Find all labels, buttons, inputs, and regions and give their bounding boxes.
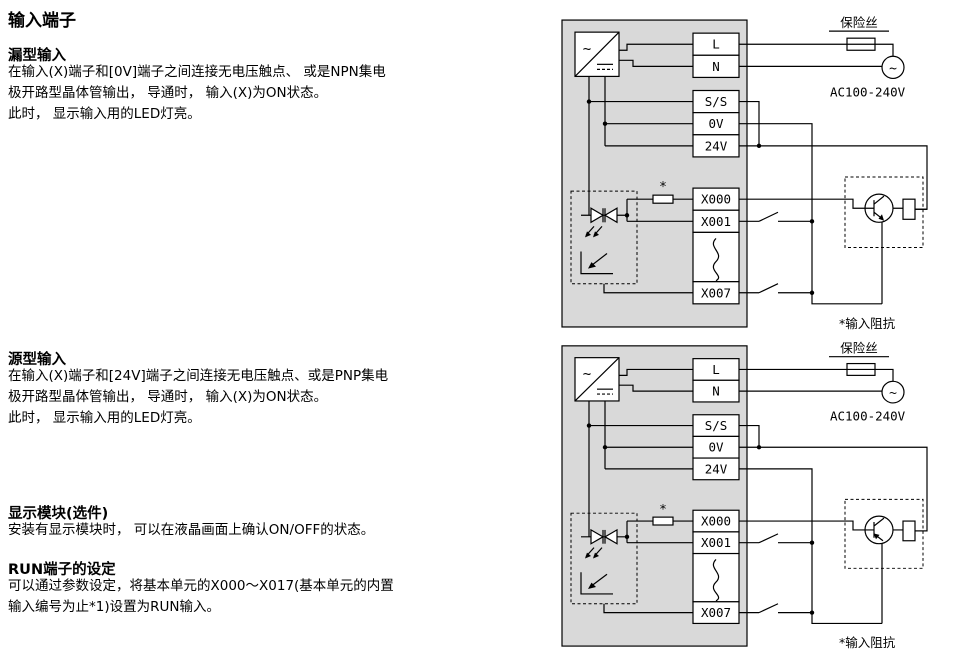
svg-text:X000: X000 [701, 192, 731, 207]
terminal-x007: X007 [692, 281, 740, 305]
ac-source-symbol: ~ AC100-240V [830, 380, 906, 424]
svg-text:S/S: S/S [705, 418, 728, 433]
ac-voltage-label: AC100-240V [830, 85, 906, 100]
terminal-l: L [692, 32, 740, 56]
fuse-label: 保险丝 [840, 15, 877, 30]
ac-source-symbol: ~ AC100-240V [830, 55, 906, 100]
svg-text:X007: X007 [701, 605, 731, 620]
section-body-sink-input: 在输入(X)端子和[0V]端子之间连接无电压触点、 或是NPN集电 极开路型晶体… [8, 64, 386, 122]
junction-dots [586, 99, 815, 295]
sensor-load-resistor [902, 198, 916, 220]
svg-text:24V: 24V [705, 138, 728, 153]
page-title: 输入端子 [8, 11, 76, 31]
section-heading-source-input: 源型输入 [8, 352, 66, 368]
terminal-ellipsis [692, 231, 740, 283]
source-input-wiring-diagram: ~ * 保险丝 ~ AC100-240V [561, 341, 928, 650]
junction-dots [586, 423, 815, 615]
svg-text:X001: X001 [701, 535, 731, 550]
ac-voltage-label: AC100-240V [830, 409, 906, 424]
terminal-24v: 24V [692, 457, 740, 481]
svg-text:0V: 0V [708, 440, 724, 455]
psu-ac-wave: ~ [583, 366, 591, 382]
ac-wave: ~ [889, 386, 897, 401]
section-heading-sink-input: 漏型输入 [8, 48, 66, 64]
fuse-symbol: 保险丝 [829, 341, 889, 376]
terminal-0v: 0V [692, 112, 740, 136]
terminal-n: N [692, 379, 740, 403]
asterisk-mark: * [660, 502, 667, 517]
section-body-source-input: 在输入(X)端子和[24V]端子之间连接无电压触点、或是PNP集电 极开路型晶体… [8, 368, 389, 426]
section-heading-display-module: 显示模块(选件) [8, 506, 109, 522]
input-impedance-note: *输入阻抗 [839, 635, 895, 650]
svg-text:N: N [712, 59, 720, 74]
terminal-24v: 24V [692, 134, 740, 158]
optocoupler-symbol [570, 190, 638, 285]
terminal-l: L [692, 358, 740, 381]
terminal-ss: S/S [692, 89, 740, 114]
transistor-glyph [865, 517, 885, 542]
terminal-x000: X000 [692, 187, 740, 211]
transistor-glyph [865, 195, 885, 220]
switch-contact-x007 [739, 603, 812, 614]
terminal-n: N [692, 54, 740, 79]
svg-text:X001: X001 [701, 214, 731, 229]
input-impedance-note: *输入阻抗 [839, 316, 896, 331]
psu-ac-wave: ~ [583, 41, 591, 57]
svg-text:N: N [712, 384, 720, 399]
terminal-block: L N S/S 0V 24V X000 X001 X007 [692, 358, 740, 625]
input-impedance-resistor: * [652, 502, 674, 526]
internal-wiring [588, 43, 693, 294]
section-heading-run-terminal: RUN端子的设定 [8, 562, 116, 578]
terminal-x007: X007 [692, 601, 740, 625]
optocoupler-symbol [570, 512, 638, 605]
switch-contact-x007 [739, 283, 812, 294]
section-body-display-module: 安装有显示模块时， 可以在液晶画面上确认ON/OFF的状态。 [8, 522, 375, 538]
external-wiring [739, 43, 928, 305]
svg-text:S/S: S/S [705, 94, 728, 109]
terminal-x001: X001 [692, 209, 740, 233]
npn-sensor-symbol [844, 176, 927, 304]
asterisk-mark: * [660, 180, 667, 195]
section-body-run-terminal: 可以通过参数设定，将基本单元的X000～X017(基本单元的内置 输入编号为止*… [8, 578, 394, 615]
terminal-0v: 0V [692, 435, 740, 459]
fuse-label: 保险丝 [840, 341, 877, 356]
power-supply-symbol: ~ [574, 31, 620, 78]
sensor-load-resistor [902, 520, 916, 542]
fuse-symbol: 保险丝 [829, 15, 889, 51]
external-wiring [739, 368, 928, 625]
svg-text:X007: X007 [701, 285, 731, 300]
svg-text:24V: 24V [705, 461, 728, 476]
pnp-sensor-symbol [844, 498, 927, 624]
internal-wiring [588, 368, 693, 614]
svg-text:L: L [712, 37, 720, 52]
terminal-ss: S/S [692, 414, 740, 437]
svg-text:X000: X000 [701, 514, 731, 529]
svg-text:0V: 0V [708, 116, 723, 131]
switch-contact-x001 [739, 533, 812, 544]
terminal-ellipsis [692, 552, 740, 603]
terminal-x001: X001 [692, 531, 740, 555]
svg-text:L: L [712, 362, 720, 377]
power-supply-symbol: ~ [574, 357, 620, 402]
sink-input-wiring-diagram: ~ * 保险丝 ~ [561, 15, 928, 331]
ac-wave: ~ [889, 61, 897, 76]
switch-contact-x001 [739, 211, 812, 222]
terminal-x000: X000 [692, 509, 740, 533]
terminal-block: L N S/S 0V 24V X000 X001 X007 [692, 32, 740, 305]
input-impedance-resistor: * [652, 180, 674, 204]
